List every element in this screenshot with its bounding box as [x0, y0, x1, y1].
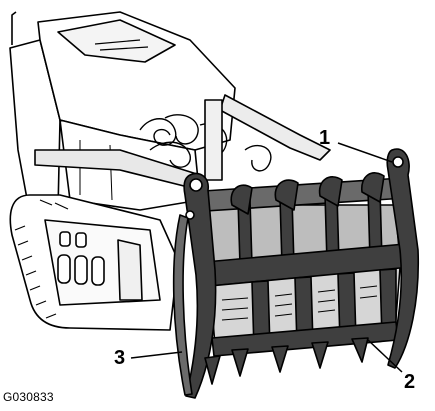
leader-line-3: [130, 351, 183, 359]
callout-leaders: [130, 142, 403, 373]
track-assembly: [9, 194, 179, 331]
leader-line-2: [367, 339, 403, 373]
grapple-rake: [172, 148, 420, 399]
callout-number-3: 3: [114, 347, 126, 369]
figure-id-label: G030833: [3, 390, 54, 404]
callout-number-2: 2: [404, 371, 416, 393]
leader-line-1: [337, 142, 393, 163]
callout-number-1: 1: [319, 127, 331, 149]
